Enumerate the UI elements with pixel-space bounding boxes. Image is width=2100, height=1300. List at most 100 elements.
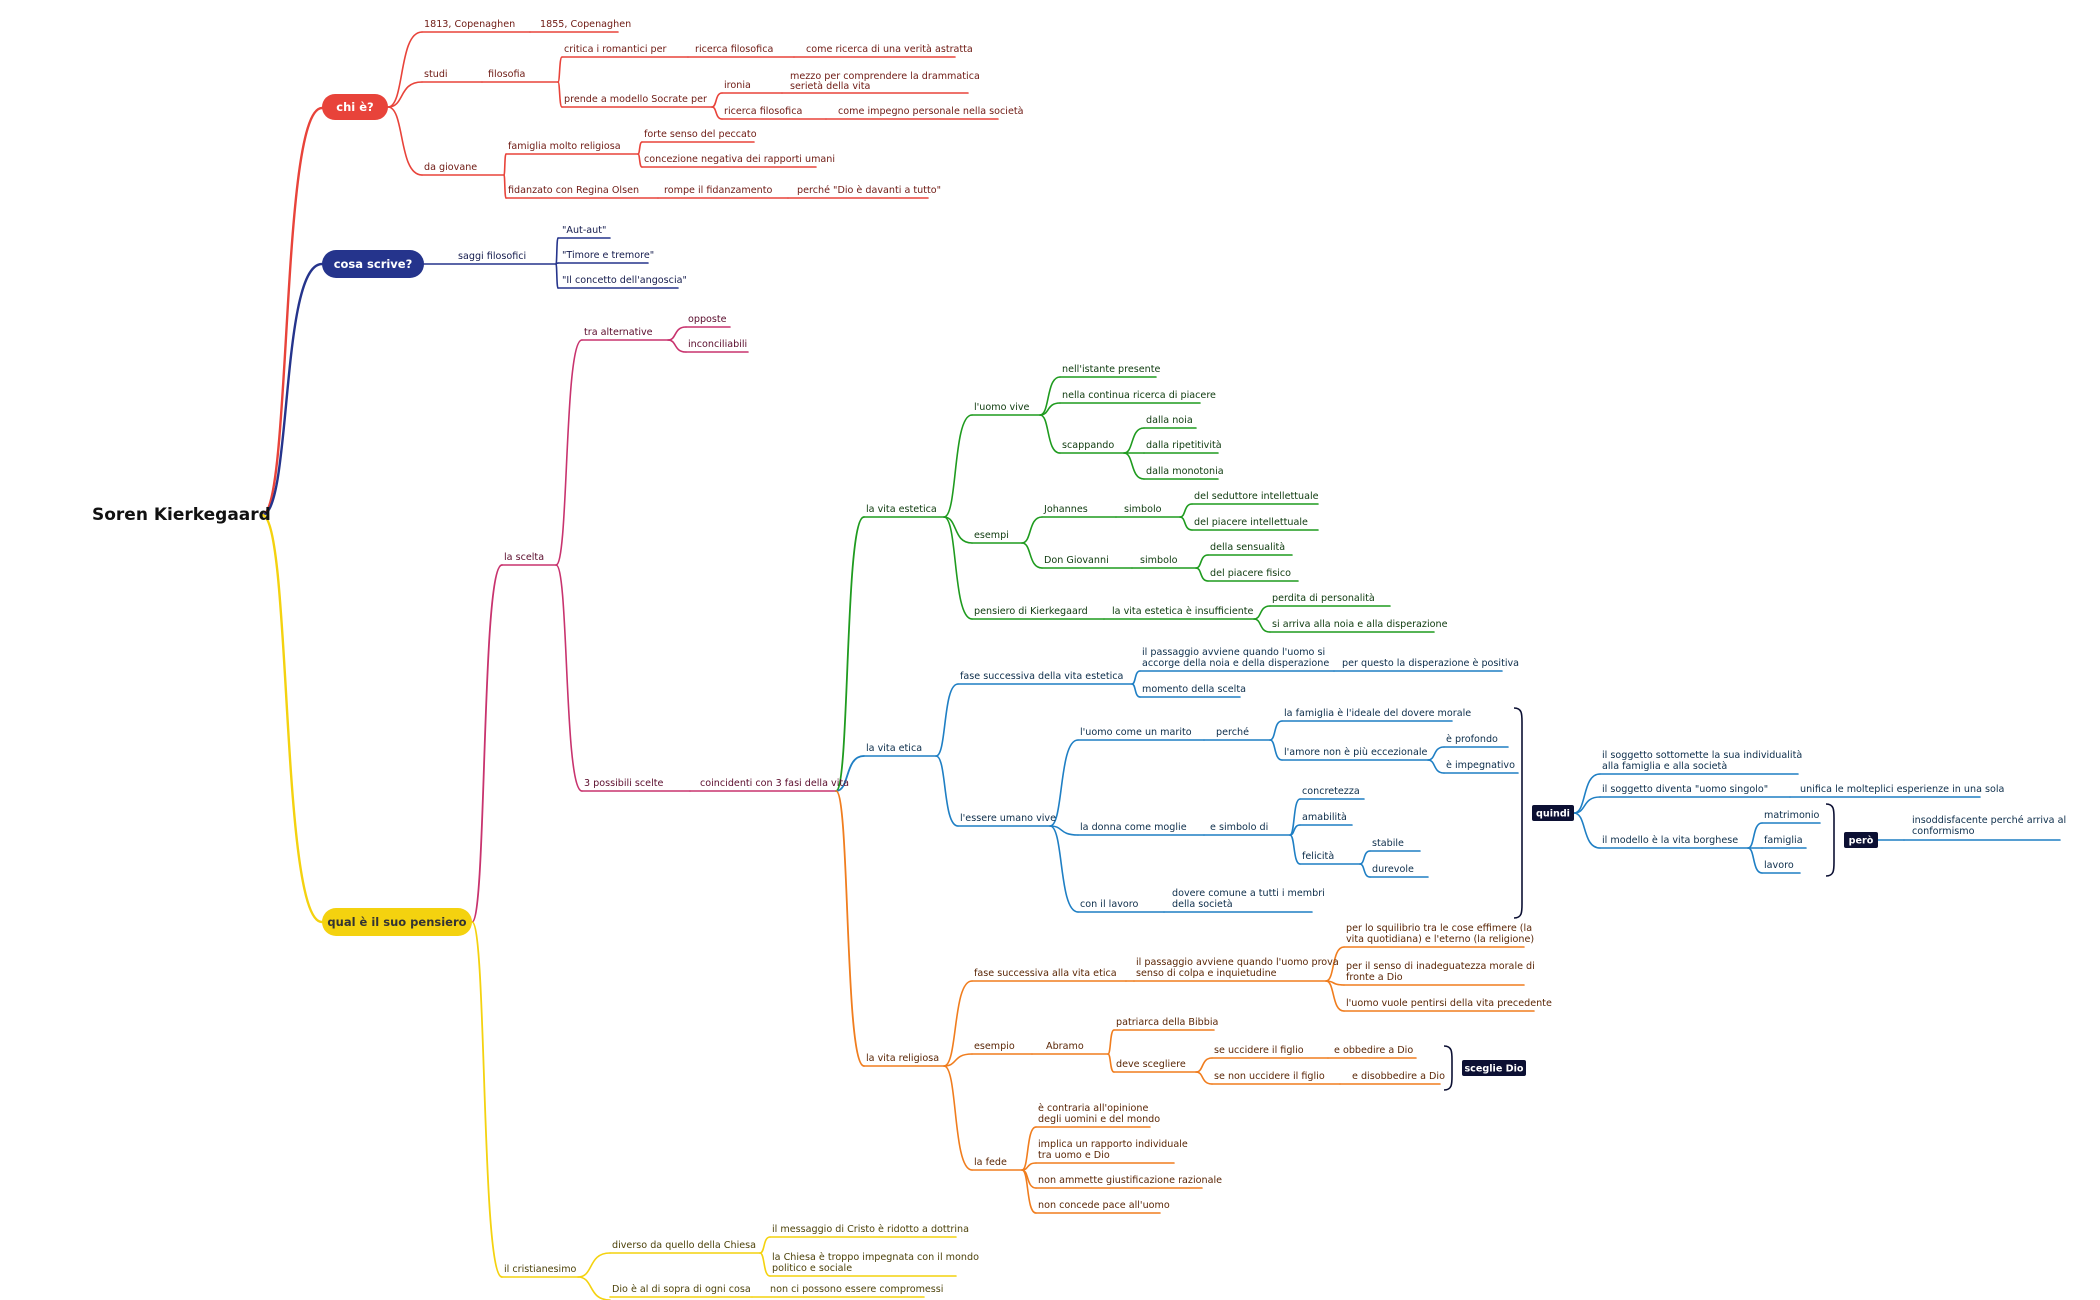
topic-fidanzato[interactable]: fidanzato con Regina Olsen bbox=[508, 185, 639, 196]
topic-pace[interactable]: non concede pace all'uomo bbox=[1038, 1200, 1170, 1211]
topic-seduttore[interactable]: del seduttore intellettuale bbox=[1194, 491, 1319, 502]
topic-uomo-vive[interactable]: l'uomo vive bbox=[974, 402, 1030, 413]
topic-peccato[interactable]: forte senso del peccato bbox=[644, 129, 757, 140]
topic-continua[interactable]: nella continua ricerca di piacere bbox=[1062, 390, 1216, 401]
topic-unifica[interactable]: unifica le molteplici esperienze in una … bbox=[1800, 784, 2004, 795]
topic-amabilita[interactable]: amabilità bbox=[1302, 811, 1347, 823]
topic-simbolo-j[interactable]: simbolo bbox=[1124, 504, 1162, 515]
topic-label[interactable]: il cristianesimo bbox=[504, 1264, 577, 1275]
main-topic-chi-e[interactable] bbox=[322, 94, 388, 120]
topic-insufficiente[interactable]: la vita estetica è insufficiente bbox=[1112, 605, 1254, 617]
topic-simbolo-di[interactable]: e simbolo di bbox=[1210, 822, 1268, 833]
topic-piacere-fis[interactable]: del piacere fisico bbox=[1210, 568, 1291, 579]
main-topic-pensiero[interactable] bbox=[322, 908, 472, 936]
topic-positiva[interactable]: per questo la disperazione è positiva bbox=[1342, 657, 1519, 669]
topic-lavoro-b[interactable]: lavoro bbox=[1764, 860, 1794, 871]
opera-item[interactable]: "Aut-aut" bbox=[562, 225, 606, 236]
topic-implica-1[interactable]: implica un rapporto individuale bbox=[1038, 1139, 1188, 1150]
topic-squilibrio-2[interactable]: vita quotidiana) e l'eterno (la religion… bbox=[1346, 934, 1534, 945]
topic-ironia-mezzo-2[interactable]: serietà della vita bbox=[790, 80, 870, 92]
topic-pensiero-k[interactable]: pensiero di Kierkegaard bbox=[974, 606, 1088, 617]
topic-opposte[interactable]: opposte bbox=[688, 314, 727, 325]
topic-pentirsi[interactable]: l'uomo vuole pentirsi della vita precede… bbox=[1346, 998, 1552, 1009]
topic-contraria-2[interactable]: degli uomini e del mondo bbox=[1038, 1114, 1160, 1125]
topic-singolo[interactable]: il soggetto diventa "uomo singolo" bbox=[1602, 784, 1768, 795]
topic-fase[interactable]: fase successiva della vita estetica bbox=[960, 671, 1123, 682]
topic-impegnativo[interactable]: è impegnativo bbox=[1446, 759, 1515, 771]
topic-insoddisfacente-2[interactable]: conformismo bbox=[1912, 826, 1975, 837]
topic-critica-ricerca[interactable]: ricerca filosofica bbox=[695, 44, 773, 55]
topic-sensualita[interactable]: della sensualità bbox=[1210, 541, 1285, 553]
topic-amore[interactable]: l'amore non è più eccezionale bbox=[1284, 746, 1428, 758]
topic-rompe[interactable]: rompe il fidanzamento bbox=[664, 185, 772, 196]
summary-tag-quindi[interactable] bbox=[1532, 805, 1574, 821]
topic-implica-2[interactable]: tra uomo e Dio bbox=[1038, 1150, 1110, 1161]
topic-dio-sopra[interactable]: Dio è al di sopra di ogni cosa bbox=[612, 1283, 751, 1295]
topic-modello[interactable]: il modello è la vita borghese bbox=[1602, 834, 1738, 846]
topic-esempi[interactable]: esempi bbox=[974, 530, 1009, 541]
topic-socrate-impegno[interactable]: come impegno personale nella società bbox=[838, 105, 1024, 117]
root-topic[interactable]: Soren Kierkegaard bbox=[92, 505, 271, 525]
topic-socrate[interactable]: prende a modello Socrate per bbox=[564, 94, 707, 105]
topic-label[interactable]: la vita religiosa bbox=[866, 1053, 939, 1064]
topic-stabile[interactable]: stabile bbox=[1372, 838, 1404, 849]
topic-ironia-mezzo[interactable]: mezzo per comprendere la drammatica bbox=[790, 71, 980, 82]
topic-concezione[interactable]: concezione negativa dei rapporti umani bbox=[644, 154, 835, 165]
topic-famiglia[interactable]: famiglia molto religiosa bbox=[508, 141, 621, 152]
topic-giustificazione[interactable]: non ammette giustificazione razionale bbox=[1038, 1175, 1222, 1186]
topic-passaggio-2[interactable]: accorge della noia e della disperazione bbox=[1142, 658, 1329, 669]
topic-passaggio-1[interactable]: il passaggio avviene quando l'uomo si bbox=[1142, 647, 1325, 658]
topic-giovanni[interactable]: Don Giovanni bbox=[1044, 555, 1109, 566]
topic-dovere[interactable]: dovere comune a tutti i membri bbox=[1172, 888, 1325, 899]
topic-disperazione[interactable]: si arriva alla noia e alla disperazione bbox=[1272, 619, 1448, 630]
topic-fede[interactable]: la fede bbox=[974, 1157, 1007, 1168]
topic-patriarca[interactable]: patriarca della Bibbia bbox=[1116, 1017, 1218, 1028]
topic-dovere-2[interactable]: della società bbox=[1172, 898, 1233, 910]
topic-perche[interactable]: perché bbox=[1216, 726, 1249, 738]
topic-uccidere[interactable]: se uccidere il figlio bbox=[1214, 1045, 1304, 1056]
topic-compromessi[interactable]: non ci possono essere compromessi bbox=[770, 1284, 943, 1295]
topic-disobbedire[interactable]: e disobbedire a Dio bbox=[1352, 1071, 1445, 1082]
topic-contraria-1[interactable]: è contraria all'opinione bbox=[1038, 1102, 1148, 1114]
topic-tre-scelte[interactable]: 3 possibili scelte bbox=[584, 778, 664, 789]
topic-passaggio-2[interactable]: senso di colpa e inquietudine bbox=[1136, 968, 1277, 979]
topic-noia[interactable]: dalla noia bbox=[1146, 415, 1193, 426]
topic-ripetitivita[interactable]: dalla ripetitività bbox=[1146, 439, 1222, 451]
topic-famiglia-ideale[interactable]: la famiglia è l'ideale del dovere morale bbox=[1284, 707, 1471, 719]
topic-perdita[interactable]: perdita di personalità bbox=[1272, 592, 1375, 604]
summary-tag-pero[interactable] bbox=[1844, 832, 1878, 848]
topic-giovane[interactable]: da giovane bbox=[424, 162, 477, 173]
topic-felicita[interactable]: felicità bbox=[1302, 850, 1334, 862]
topic-abramo[interactable]: Abramo bbox=[1046, 1041, 1084, 1052]
topic-studi[interactable]: studi bbox=[424, 69, 448, 80]
topic-inadeguatezza-2[interactable]: fronte a Dio bbox=[1346, 972, 1403, 983]
topic-passaggio-1[interactable]: il passaggio avviene quando l'uomo prova bbox=[1136, 957, 1339, 968]
topic-messaggio[interactable]: il messaggio di Cristo è ridotto a dottr… bbox=[772, 1223, 969, 1235]
topic-saggi[interactable]: saggi filosofici bbox=[458, 251, 526, 262]
topic-tra-alternative[interactable]: tra alternative bbox=[584, 327, 653, 338]
topic-inadeguatezza-1[interactable]: per il senso di inadeguatezza morale di bbox=[1346, 961, 1535, 972]
topic-durevole[interactable]: durevole bbox=[1372, 864, 1414, 875]
topic-simbolo-g[interactable]: simbolo bbox=[1140, 555, 1178, 566]
topic-marito[interactable]: l'uomo come un marito bbox=[1080, 727, 1192, 738]
topic-inconciliabili[interactable]: inconciliabili bbox=[688, 339, 747, 350]
main-topic-cosa-scrive[interactable] bbox=[322, 250, 424, 278]
topic-ironia[interactable]: ironia bbox=[724, 80, 751, 91]
topic-profondo[interactable]: è profondo bbox=[1446, 733, 1498, 745]
summary-tag-sceglie-dio[interactable] bbox=[1462, 1060, 1526, 1076]
topic-sottomette-1[interactable]: il soggetto sottomette la sua individual… bbox=[1602, 749, 1802, 761]
topic-squilibrio-1[interactable]: per lo squilibrio tra le cose effimere (… bbox=[1346, 923, 1532, 934]
topic-insoddisfacente[interactable]: insoddisfacente perché arriva al bbox=[1912, 814, 2066, 826]
topic-critica[interactable]: critica i romantici per bbox=[564, 44, 667, 55]
topic-matrimonio[interactable]: matrimonio bbox=[1764, 810, 1820, 821]
topic-chiesa-1[interactable]: la Chiesa è troppo impegnata con il mond… bbox=[772, 1251, 979, 1263]
topic-concretezza[interactable]: concretezza bbox=[1302, 786, 1360, 797]
topic-non-uccidere[interactable]: se non uccidere il figlio bbox=[1214, 1071, 1325, 1082]
topic-istante[interactable]: nell'istante presente bbox=[1062, 364, 1161, 375]
topic-esempio[interactable]: esempio bbox=[974, 1041, 1015, 1052]
topic-deve[interactable]: deve scegliere bbox=[1116, 1059, 1186, 1070]
topic-chiesa-2[interactable]: politico e sociale bbox=[772, 1263, 852, 1274]
topic-lavoro[interactable]: con il lavoro bbox=[1080, 899, 1138, 910]
topic-essere-umano[interactable]: l'essere umano vive bbox=[960, 813, 1056, 824]
topic-scappando[interactable]: scappando bbox=[1062, 440, 1114, 451]
